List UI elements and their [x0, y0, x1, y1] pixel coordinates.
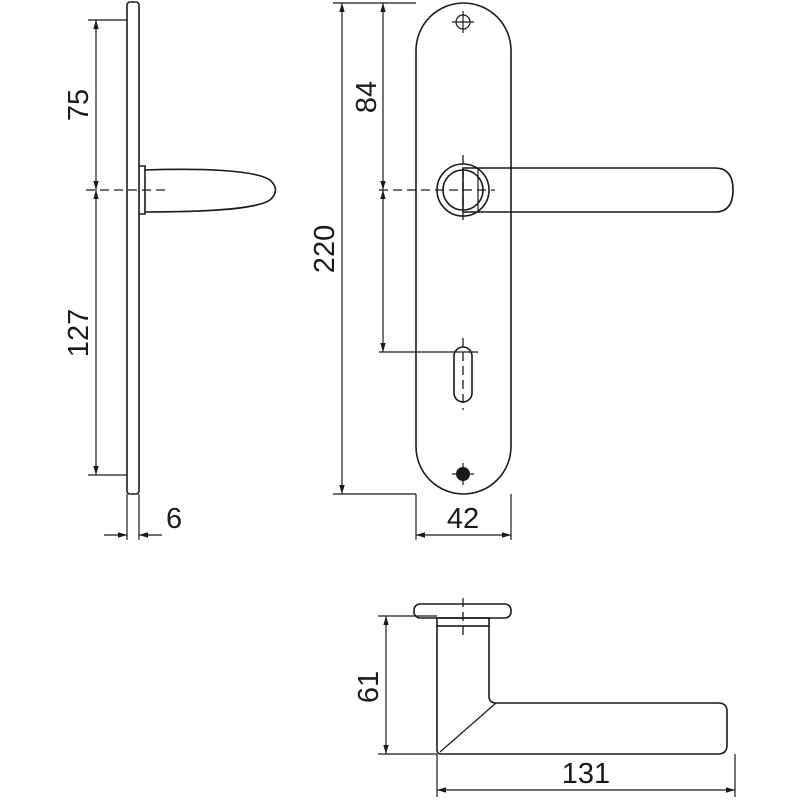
dim-label-6: 6	[166, 503, 182, 535]
dim-label-131: 131	[562, 758, 610, 790]
front-plate	[415, 2, 512, 495]
dim-label-84: 84	[351, 81, 383, 113]
front-view: 220 84 42	[309, 2, 734, 540]
dim-label-42: 42	[447, 503, 479, 535]
top-view: 61 131	[353, 598, 736, 797]
dim-label-220: 220	[309, 225, 341, 273]
dim-label-75: 75	[63, 89, 95, 121]
side-handle	[144, 168, 277, 213]
front-handle	[462, 167, 734, 213]
dim-label-127: 127	[63, 309, 95, 357]
top-handle-bevel	[439, 702, 497, 753]
side-plate	[126, 1, 140, 495]
side-view: 75 127 6	[63, 1, 277, 540]
top-handle	[436, 626, 728, 755]
dim-label-61: 61	[353, 671, 385, 703]
